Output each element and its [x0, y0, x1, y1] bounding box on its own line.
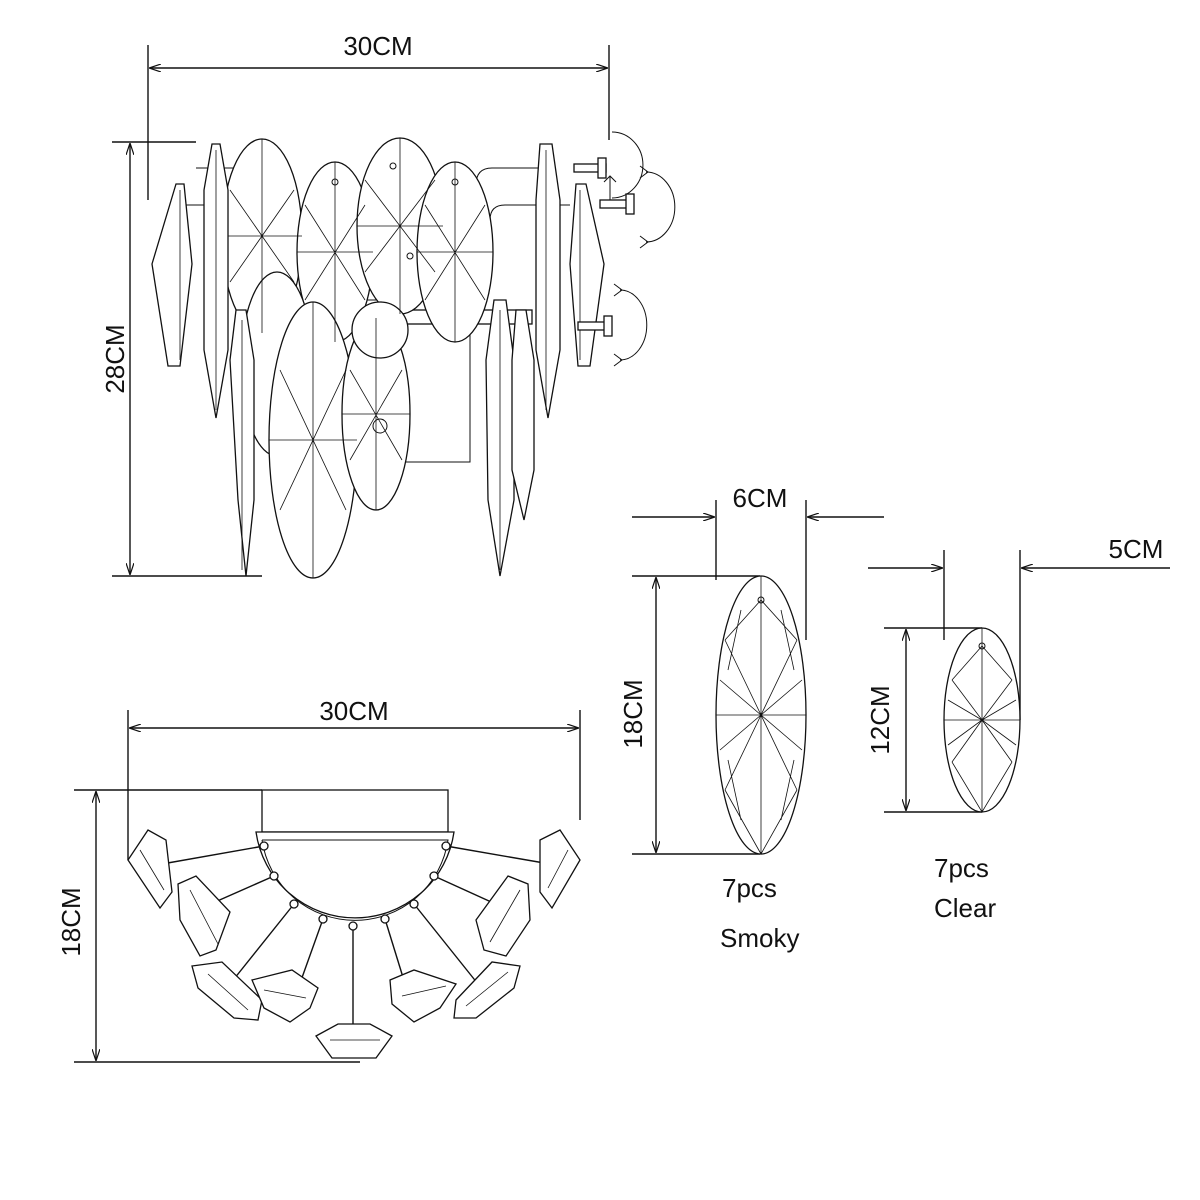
arms: [161, 841, 551, 1030]
top-crystals: [127, 829, 581, 1059]
drop-crystal: [151, 183, 193, 367]
clear-color-label: Clear: [934, 893, 996, 923]
clear-width-dimension: 5CM: [868, 534, 1170, 720]
lamp-body: [255, 831, 455, 919]
smoky-width-label: 6CM: [733, 483, 788, 513]
clear-height-label: 12CM: [865, 685, 895, 754]
smoky-height-dimension: 18CM: [618, 575, 760, 855]
smoky-width-dimension: 6CM: [632, 483, 884, 640]
screw-icon: [573, 131, 644, 200]
smoky-quantity-label: 7pcs: [722, 873, 777, 903]
clear-quantity-label: 7pcs: [934, 853, 989, 883]
clear-width-label: 5CM: [1109, 534, 1164, 564]
crystal-tip: [453, 961, 521, 1019]
screw-icon: [577, 283, 648, 367]
crystal-tip: [127, 829, 173, 910]
front-width-dimension: 30CM: [147, 31, 610, 200]
drop-crystal: [535, 143, 561, 419]
front-width-label: 30CM: [343, 31, 412, 61]
crystal-tip: [539, 829, 581, 910]
wall-plate: [261, 789, 449, 833]
screw-icons: [573, 131, 676, 367]
bulb: [351, 301, 409, 359]
crystal-tip: [475, 875, 531, 957]
top-width-dimension: 30CM: [127, 696, 581, 860]
top-width-label: 30CM: [319, 696, 388, 726]
smoky-height-label: 18CM: [618, 679, 648, 748]
screw-icon: [599, 165, 676, 249]
crystal-tip: [251, 969, 319, 1023]
drop-crystal: [511, 309, 535, 521]
clear-height-dimension: 12CM: [865, 627, 982, 813]
crystal-tip: [177, 875, 231, 957]
top-depth-label: 18CM: [56, 887, 86, 956]
crystal-tip: [315, 1023, 393, 1059]
drop-crystal: [569, 183, 605, 367]
front-crystals: [221, 137, 494, 579]
clear-crystal-detail: 5CM 12CM 7pcs Clear: [865, 534, 1170, 923]
front-height-label: 28CM: [100, 324, 130, 393]
smoky-crystal-detail: 6CM 18CM 7pcs Smoky: [618, 483, 884, 953]
front-view: 30CM 28CM: [100, 31, 676, 579]
crystal-tip: [389, 969, 458, 1023]
front-height-dimension: 28CM: [100, 141, 262, 577]
drop-crystals: [151, 143, 605, 577]
top-depth-dimension: 18CM: [56, 789, 360, 1063]
smoky-color-label: Smoky: [720, 923, 799, 953]
top-view: 30CM 18CM: [56, 696, 581, 1063]
